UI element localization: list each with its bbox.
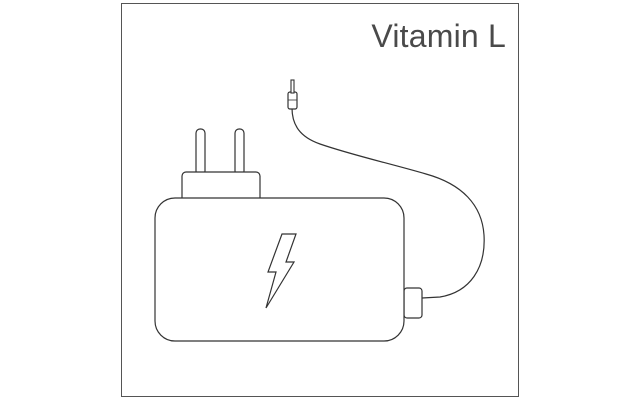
lightning-bolt-icon xyxy=(265,233,297,309)
cable-connector xyxy=(287,79,298,110)
charger-cable xyxy=(291,107,485,299)
plug-prongs xyxy=(195,128,245,176)
cable-port xyxy=(403,287,423,319)
product-title: Vitamin L xyxy=(371,18,506,54)
